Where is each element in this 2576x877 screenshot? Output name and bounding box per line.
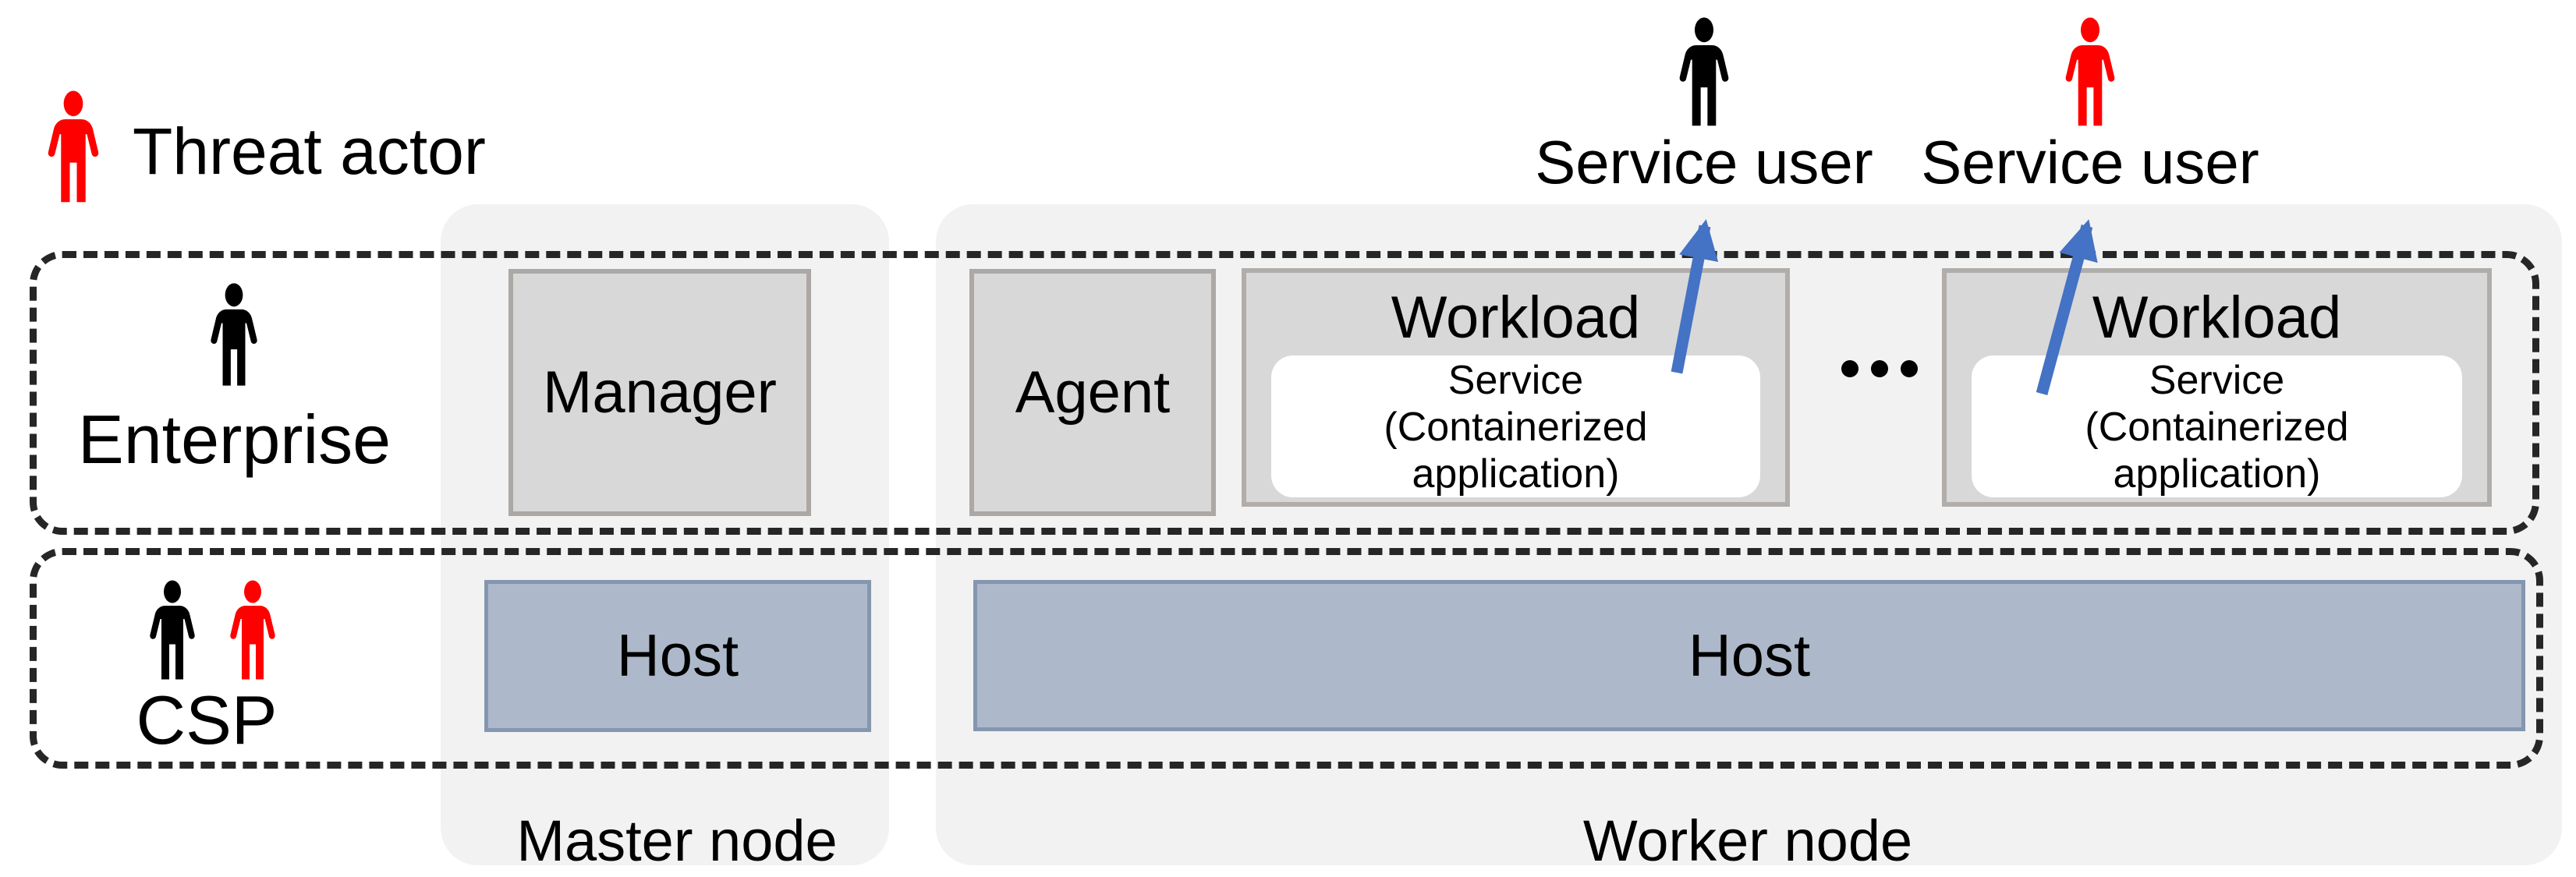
ellipsis-dot-icon (1871, 360, 1888, 377)
agent-box: Agent (969, 269, 1216, 516)
ellipsis-dot-icon (1901, 360, 1918, 377)
service-1-line-1: Service (1447, 358, 1584, 403)
workload-box-2: Workload Service (Containerized applicat… (1942, 268, 2492, 507)
service-user-2-label: Service user (1921, 128, 2259, 196)
service-user-1-label: Service user (1535, 128, 1873, 196)
master-host-box: Host (484, 580, 871, 732)
csp-threat-person-icon (229, 578, 276, 683)
workload-1-title: Workload (1391, 285, 1641, 351)
csp-dashed-boundary (30, 548, 2543, 769)
service-2-line-1: Service (2149, 358, 2285, 403)
worker-host-box: Host (973, 580, 2525, 731)
master-node-label: Master node (516, 808, 838, 873)
threat-actor-label: Threat actor (133, 115, 486, 188)
agent-label: Agent (1015, 359, 1171, 426)
service-2-line-3: application) (2113, 451, 2321, 497)
threat-actor-person-icon (47, 90, 100, 204)
enterprise-label: Enterprise (78, 401, 392, 478)
manager-label: Manager (543, 359, 777, 426)
worker-host-label: Host (1688, 622, 1811, 689)
enterprise-dashed-boundary (30, 251, 2539, 535)
service-box-2: Service (Containerized application) (1972, 355, 2462, 497)
workload-box-1: Workload Service (Containerized applicat… (1242, 268, 1790, 507)
worker-node-label: Worker node (1582, 808, 1913, 873)
service-user-2-person-icon (2064, 17, 2116, 128)
service-user-1-person-icon (1678, 17, 1730, 128)
master-host-label: Host (616, 623, 739, 689)
service-1-line-2: (Containerized (1384, 405, 1648, 450)
workload-2-title: Workload (2092, 285, 2342, 351)
service-2-line-2: (Containerized (2085, 405, 2349, 450)
manager-box: Manager (508, 269, 811, 516)
csp-person-icon (149, 578, 196, 683)
csp-label: CSP (136, 681, 278, 759)
enterprise-person-icon (210, 282, 258, 388)
ellipsis-dot-icon (1841, 360, 1858, 377)
service-1-line-3: application) (1412, 451, 1620, 497)
service-box-1: Service (Containerized application) (1271, 355, 1760, 497)
